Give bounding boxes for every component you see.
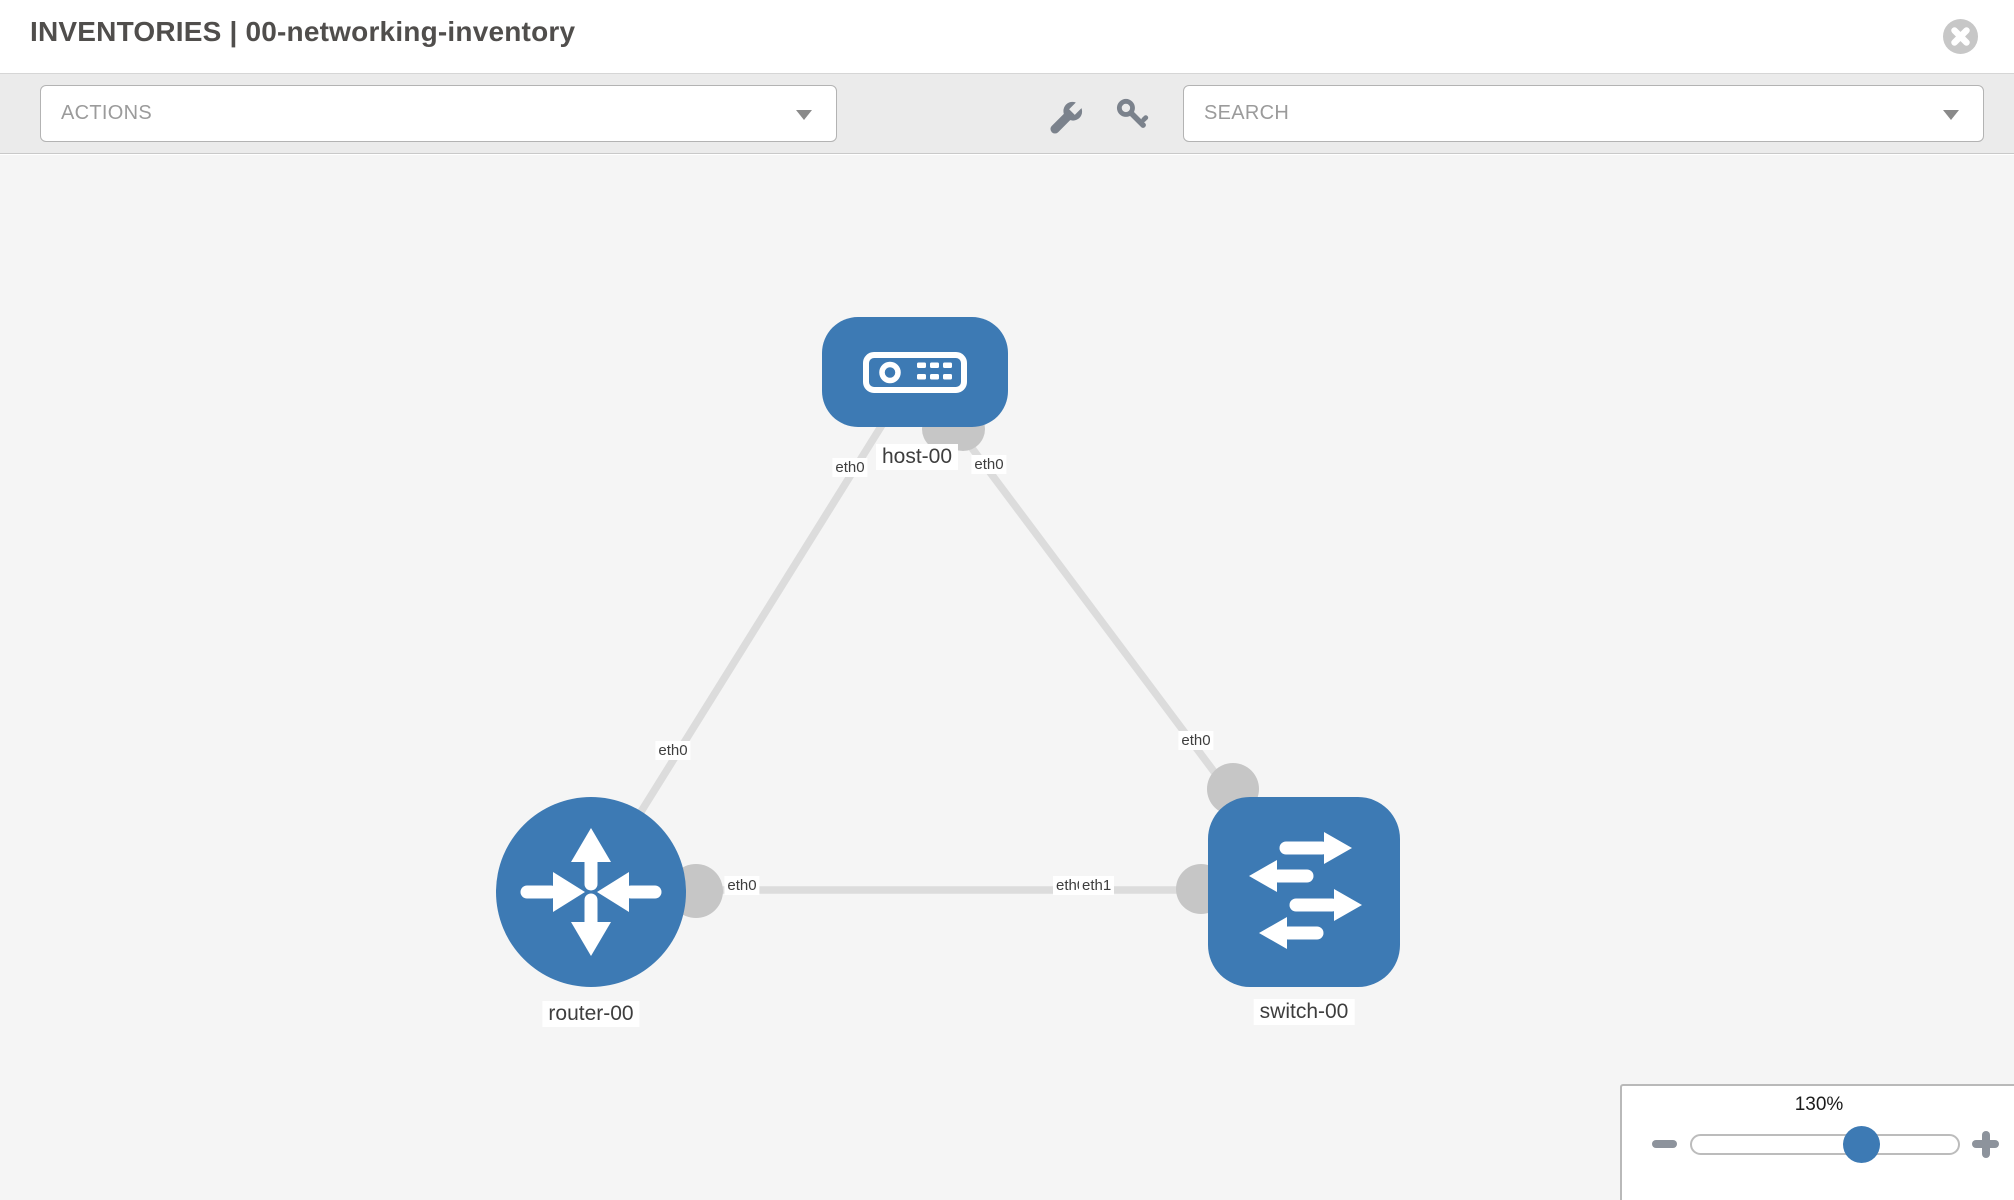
node-switch-00[interactable] <box>1208 797 1400 987</box>
close-icon <box>1943 19 1978 54</box>
if-label-router-eth0-mid: eth0 <box>724 876 760 895</box>
search-dropdown-label: SEARCH <box>1204 102 1290 124</box>
node-label-switch: switch-00 <box>1253 999 1355 1025</box>
header: INVENTORIES | 00-networking-inventory <box>0 0 2014 73</box>
credentials-button[interactable] <box>1116 98 1154 136</box>
wrench-icon <box>1050 102 1082 134</box>
chevron-down-icon <box>1943 109 1959 120</box>
router-icon <box>520 828 662 956</box>
zoom-out-button[interactable] <box>1650 1133 1680 1155</box>
topology-canvas[interactable]: host-00 router-00 switch-00 eth0 eth0 et… <box>0 155 2014 1200</box>
zoom-slider-handle[interactable] <box>1843 1126 1880 1163</box>
zoom-level: 130% <box>1794 1094 1844 1115</box>
zoom-slider-track[interactable] <box>1690 1134 1960 1155</box>
node-label-router: router-00 <box>542 1001 640 1027</box>
host-icon <box>863 352 967 393</box>
chevron-down-icon <box>796 109 812 120</box>
actions-dropdown-label: ACTIONS <box>61 102 152 124</box>
search-dropdown[interactable]: SEARCH <box>1183 85 1984 142</box>
if-label-host-eth0-right: eth0 <box>971 455 1007 474</box>
zoom-panel: 130% <box>1620 1084 2014 1200</box>
node-router-00[interactable] <box>496 797 686 987</box>
zoom-in-button[interactable] <box>1970 1127 2002 1161</box>
if-label-router-eth0-up: eth0 <box>655 741 691 760</box>
minus-icon <box>1652 1140 1677 1148</box>
topology-graph <box>496 317 1400 987</box>
key-icon <box>1116 98 1149 128</box>
actions-dropdown[interactable]: ACTIONS <box>40 85 837 142</box>
if-label-switch-eth1: eth1 <box>1079 876 1115 895</box>
page-title: INVENTORIES | 00-networking-inventory <box>30 16 576 47</box>
tools-button[interactable] <box>1048 98 1086 136</box>
if-label-switch-eth0-up: eth0 <box>1178 731 1214 750</box>
toolbar: ACTIONS SEARCH <box>0 73 2014 154</box>
if-label-host-eth0-left: eth0 <box>832 458 868 477</box>
close-button[interactable] <box>1943 19 1978 54</box>
node-label-host: host-00 <box>875 444 959 470</box>
switch-icon <box>1249 832 1362 949</box>
node-host-00[interactable] <box>822 317 1008 427</box>
